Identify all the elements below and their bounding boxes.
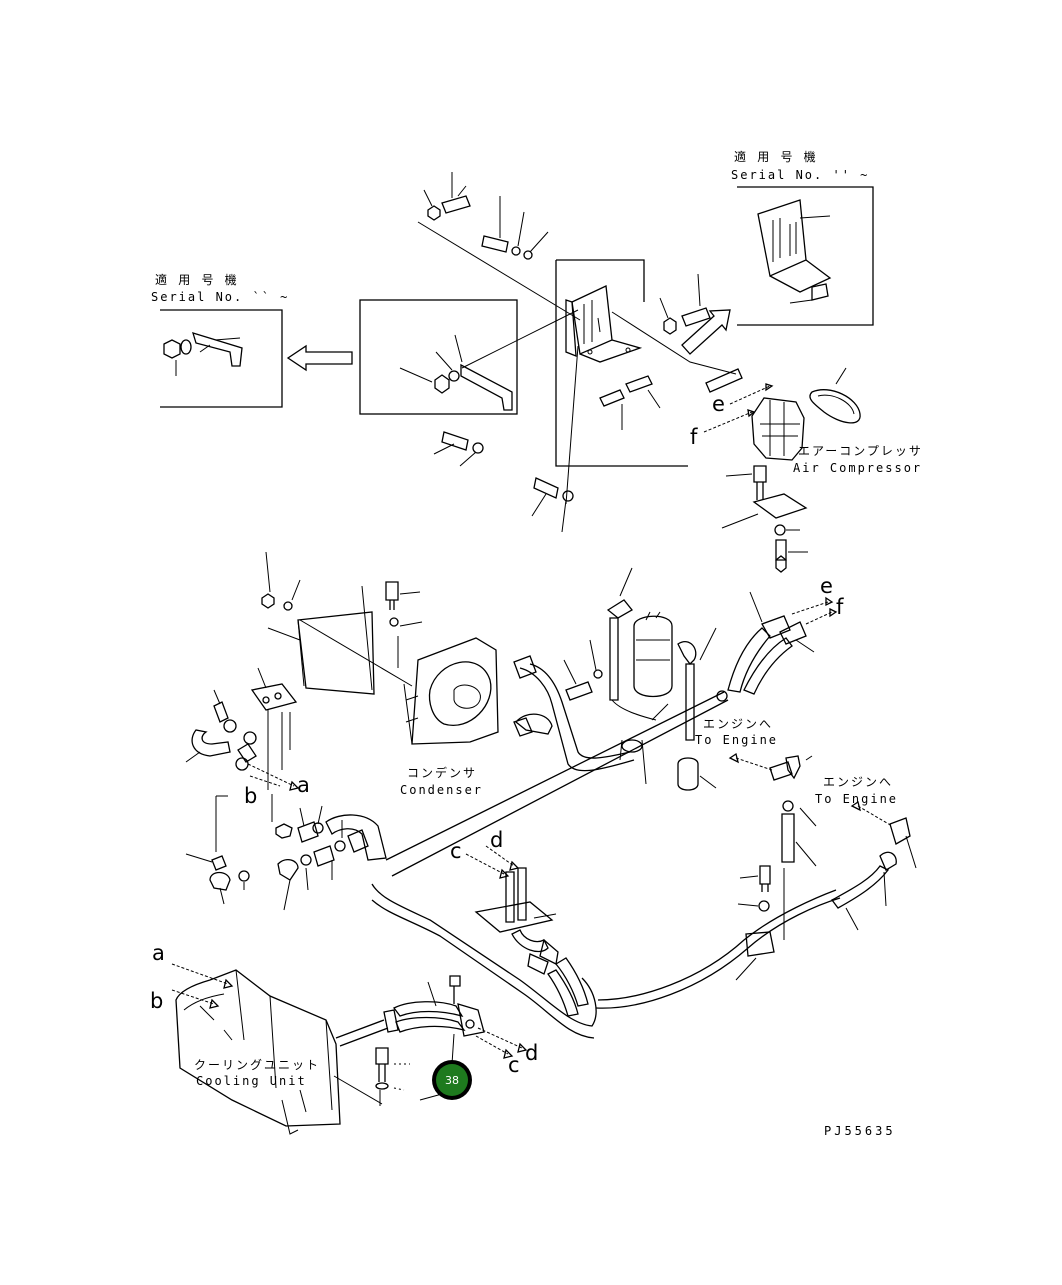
serial-box-left-serial: Serial No. `` ~: [151, 290, 289, 304]
drawing-code: PJ55635: [824, 1124, 896, 1138]
serial-box-right: 適 用 号 機 Serial No. '' ~: [731, 149, 874, 326]
fittings-row: [185, 805, 387, 911]
left-valve-group: [185, 667, 300, 852]
cooling-unit: [171, 963, 528, 1135]
letter-e-right: e: [820, 574, 833, 598]
letter-c-mid: c: [450, 839, 462, 863]
letter-f-top: f: [690, 425, 698, 449]
air-compressor: [703, 367, 861, 573]
mounting-bracket-assembly: [417, 221, 743, 505]
letter-d-mid: d: [490, 828, 503, 852]
condenser-label-jp: コンデンサ: [407, 765, 477, 780]
serial-box-right-frame: [737, 186, 874, 326]
condenser-label-en: Condenser: [400, 783, 483, 797]
letter-b-low: b: [150, 989, 163, 1013]
letter-c-low: c: [508, 1053, 520, 1077]
to-engine-2-label-en: To Engine: [815, 792, 898, 806]
pipe-routing: [371, 567, 917, 1039]
valve-unit-cd: [465, 845, 589, 1017]
detail-box-center: [359, 299, 518, 415]
callout-number: 38: [445, 1074, 459, 1087]
top-bolts: [423, 172, 711, 533]
bracket-part-left: [163, 332, 243, 376]
arrow-to-left-box: [286, 344, 353, 372]
air-compressor-label-jp: エアーコンプレッサ: [798, 444, 923, 458]
letter-a-mid: a: [297, 773, 310, 797]
bracket-part-right: [757, 199, 832, 304]
air-compressor-label-en: Air Compressor: [793, 461, 922, 475]
arrow-to-right-box: [681, 309, 731, 355]
serial-box-right-title: 適 用 号 機: [734, 149, 818, 164]
to-engine-1-label-jp: エンジンへ: [703, 717, 773, 731]
to-engine-1-label-en: To Engine: [695, 733, 778, 747]
letter-a-low: a: [152, 941, 165, 965]
cooling-unit-label-jp: クーリングユニット: [194, 1058, 320, 1072]
letter-e-top: e: [712, 392, 725, 416]
letter-d-low: d: [525, 1041, 538, 1065]
serial-box-left-title: 適 用 号 機: [155, 272, 239, 287]
cooling-unit-label-en: Cooling Unit: [196, 1074, 307, 1088]
callout-badge[interactable]: 38: [432, 1060, 472, 1100]
letter-b-mid: b: [244, 784, 257, 808]
serial-box-right-serial: Serial No. '' ~: [731, 168, 869, 182]
serial-box-left-frame: [160, 309, 283, 408]
to-engine-2-label-jp: エンジンへ: [823, 775, 893, 789]
serial-box-left: 適 用 号 機 Serial No. `` ~: [151, 272, 289, 408]
condenser-assembly: [261, 551, 499, 745]
letter-f-right: f: [836, 595, 844, 619]
